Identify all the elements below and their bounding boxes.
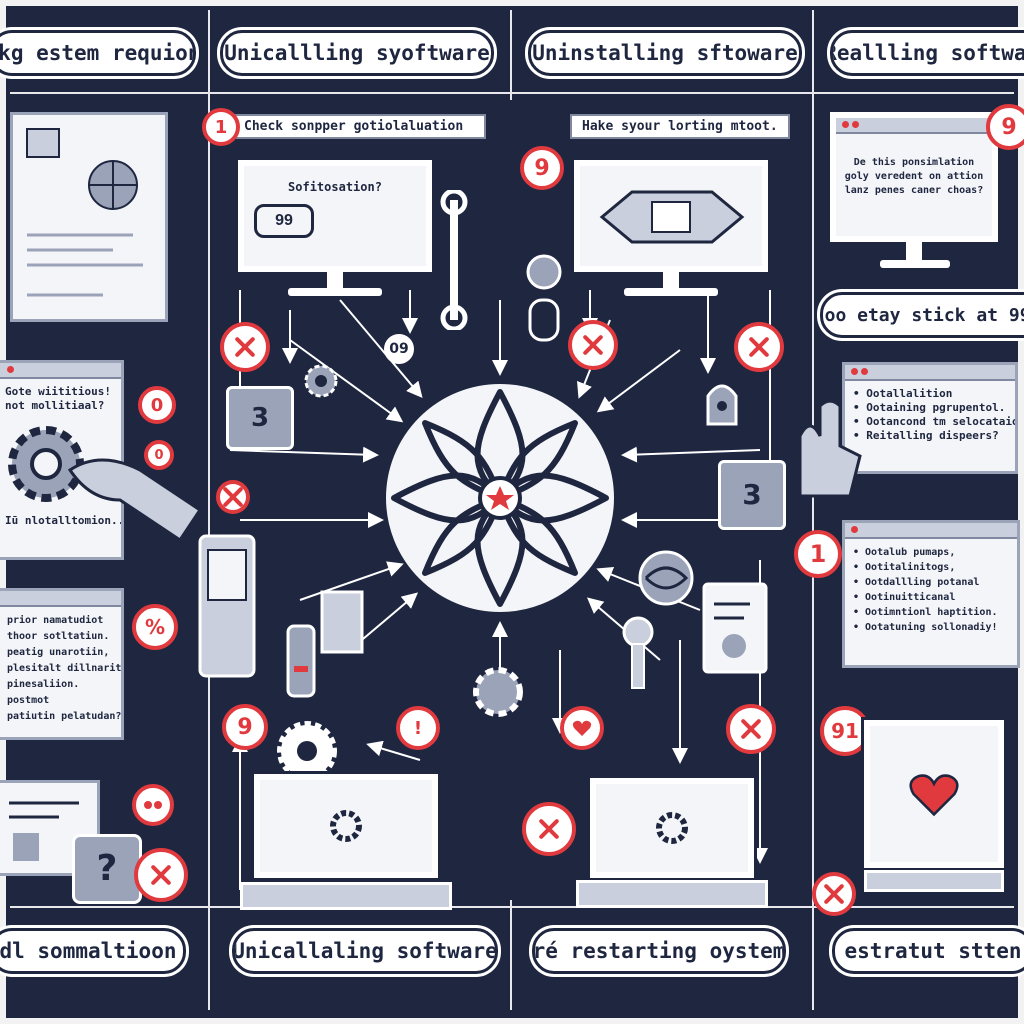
checklist-card: prior namatudiot thoor sotltatiun. peati… — [0, 588, 124, 740]
header-pill-4[interactable]: Reallling softwaru — [830, 30, 1024, 76]
steps-card-2-text: • Ootalub pumaps, • Ootitalinitogs, • Oo… — [853, 547, 998, 633]
clipboard-icon: 3 — [718, 460, 786, 530]
restart-monitor — [861, 717, 1007, 896]
footer-pill-1[interactable]: dl sommaltioon — [0, 928, 186, 974]
device-icon — [286, 590, 364, 698]
alert-badge — [132, 784, 174, 826]
halt-monitor — [571, 157, 771, 300]
check-monitor: Sofitosation? 99 — [235, 157, 435, 300]
question-box: ? — [72, 834, 142, 904]
checklist-text: prior namatudiot thoor sotltatiun. peati… — [7, 615, 124, 722]
steps-card-text: • Ootallalition • Ootaining pgrupentol. … — [853, 387, 1018, 442]
step-badge-0b: 0 — [144, 440, 174, 470]
steps-card-2: • Ootalub pumaps, • Ootitalinitogs, • Oo… — [842, 520, 1020, 668]
warning-icon — [144, 801, 162, 809]
step-badge-0: 0 — [138, 386, 176, 424]
header-pill-3[interactable]: Uninstalling sftoware — [528, 30, 802, 76]
key-lock-icon — [706, 384, 738, 426]
divider-line — [510, 900, 512, 1010]
divider-line — [812, 10, 814, 1010]
footer-pill-2[interactable]: Unicallaling software — [232, 928, 498, 974]
footer-pill-3[interactable]: ré restarting oystem — [532, 928, 786, 974]
step-badge-9: 9 — [520, 146, 564, 190]
divider-line — [10, 906, 1014, 908]
header-pill-2[interactable]: Unicallling syoftware — [220, 30, 494, 76]
gear-icon — [473, 667, 523, 717]
globe-icon — [638, 550, 694, 606]
divider-line — [510, 10, 512, 100]
error-x-icon — [216, 480, 250, 514]
step-badge-91: 91 — [820, 706, 870, 756]
footer-pill-4[interactable]: estratut stten — [832, 928, 1024, 974]
divider-line — [10, 92, 1014, 94]
pointing-hand-icon — [798, 399, 862, 498]
gear-icon — [304, 364, 338, 398]
header-pill-1[interactable]: ikg estem requion — [0, 30, 196, 76]
laptop-restart — [576, 775, 768, 918]
error-x-icon — [734, 322, 784, 372]
reinstall-monitor: De this ponsimlation goly veredent on at… — [827, 109, 1001, 272]
step-badge-1b: 1 — [794, 530, 842, 578]
central-hub — [382, 380, 618, 616]
error-x-icon — [726, 704, 776, 754]
error-x-icon — [134, 848, 188, 902]
warning-badge: ! — [396, 706, 440, 750]
halt-caption: Hake syour lorting mtoot. — [570, 114, 790, 139]
wrench-icon — [440, 190, 468, 330]
check-screen-text: Sofitosation? — [288, 180, 382, 194]
lock-icon — [526, 254, 562, 342]
gear-card-caption: Iū nlotalltomion... — [5, 514, 124, 527]
step-badge-9c: 9 — [222, 704, 268, 750]
gear-icon — [656, 812, 688, 844]
document-icon — [26, 128, 143, 297]
reinstall-question: De this ponsimlation goly veredent on at… — [844, 157, 984, 196]
pointing-hand-icon — [67, 458, 203, 543]
heart-icon — [909, 774, 959, 817]
divider-line — [208, 10, 210, 1010]
gear-card-text: Gote wiititious! not mollitiaal? — [5, 385, 111, 412]
steps-card: • Ootallalition • Ootaining pgrupentol. … — [842, 362, 1018, 474]
clipboard-icon: 3 — [226, 386, 294, 450]
check-caption: Check sonpper gotiolaluation — [232, 114, 486, 139]
error-x-icon — [220, 322, 270, 372]
heart-badge — [560, 706, 604, 750]
error-x-icon — [812, 872, 856, 916]
file-icon — [702, 582, 768, 674]
step-badge-9b: 9 — [986, 104, 1024, 150]
check-screen-badge: 99 — [254, 204, 314, 238]
panel-graphic-icon — [599, 190, 745, 244]
percent-badge: % — [132, 604, 178, 650]
usb-key-icon — [622, 616, 654, 689]
step-badge-1: 1 — [202, 108, 240, 146]
document-icon — [9, 801, 79, 861]
stuck-status-pill[interactable]: oo etay stick at 99% — [820, 292, 1024, 338]
error-x-icon — [568, 320, 618, 370]
document-panel — [10, 112, 168, 322]
heart-icon — [572, 720, 592, 736]
phone-icon — [198, 534, 256, 678]
laptop-settings — [240, 771, 452, 920]
error-x-icon — [522, 802, 576, 856]
gear-icon — [330, 810, 362, 842]
